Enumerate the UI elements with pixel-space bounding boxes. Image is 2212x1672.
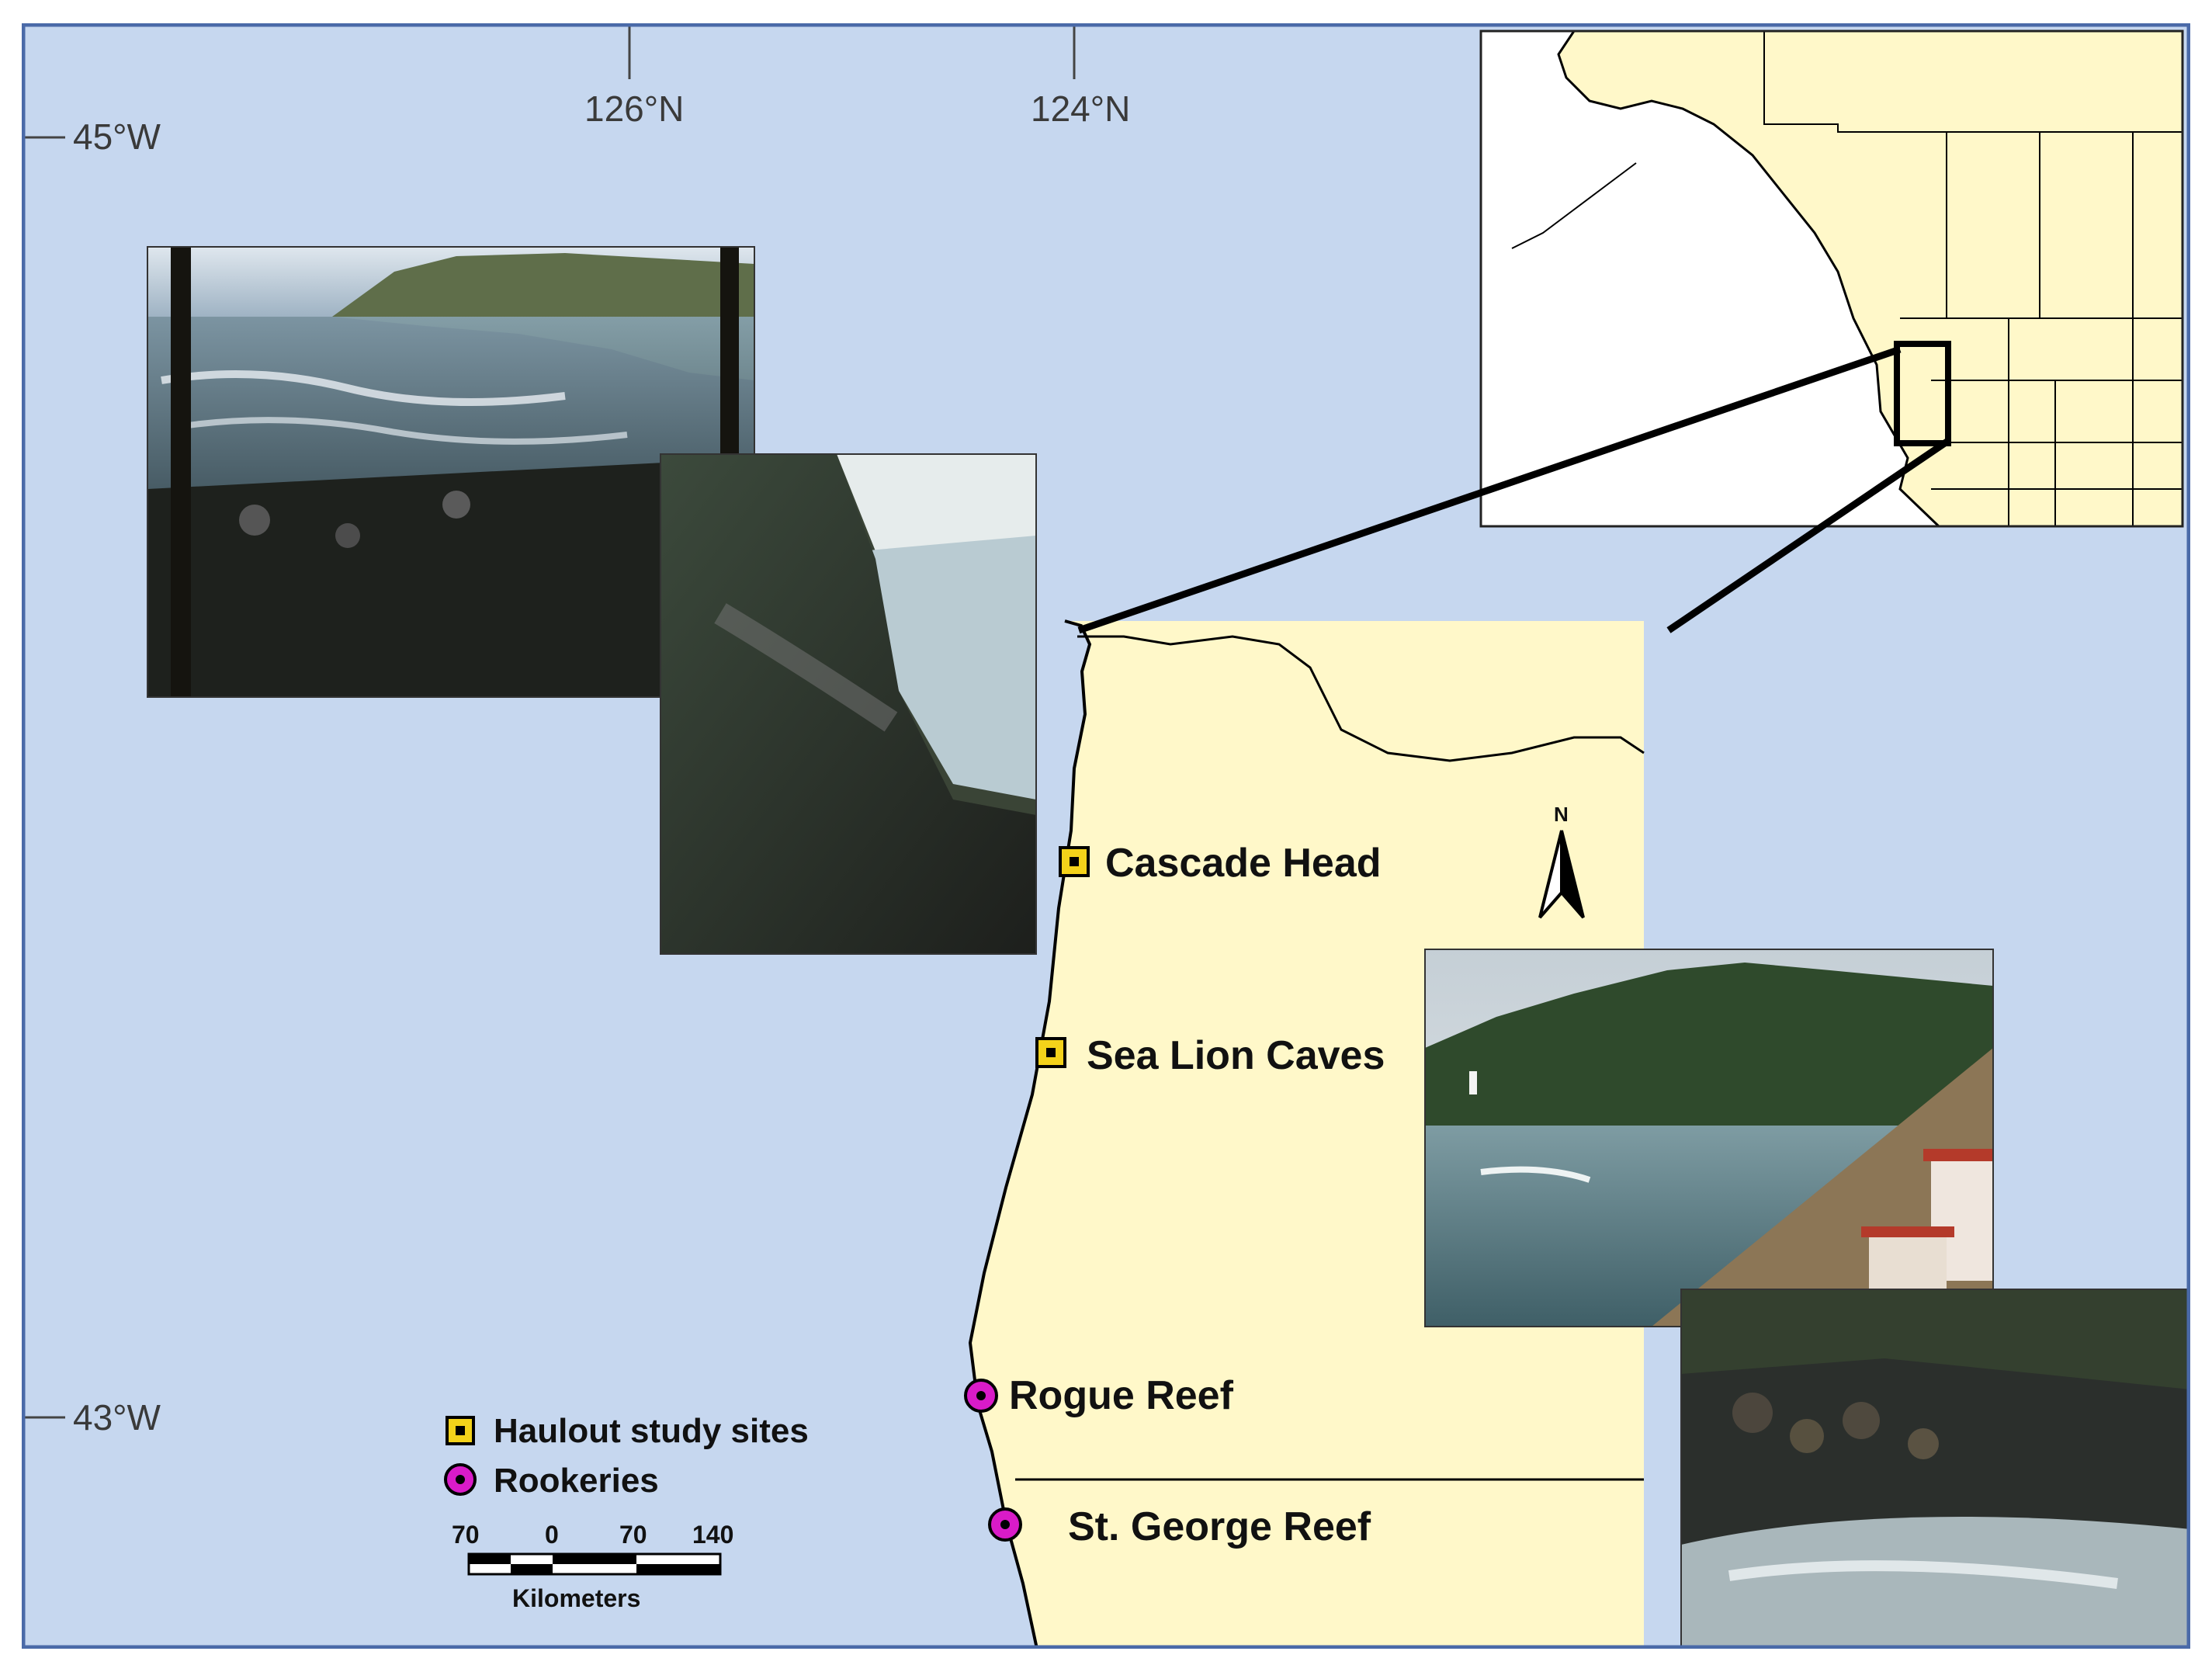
north-arrow: N (1538, 803, 1585, 919)
legend-haulout-icon (446, 1416, 475, 1445)
scale-tick-0: 0 (545, 1521, 559, 1549)
washington-border (1077, 635, 1645, 762)
site-sea-lion-caves: Sea Lion Caves (1035, 1033, 1385, 1078)
photo-cascade-head-cove (147, 246, 755, 698)
legend-rookery-label: Rookeries (494, 1462, 659, 1500)
map-border (22, 23, 2190, 1649)
tick-label-43: 43°W (73, 1397, 161, 1438)
graticule: 126°N 124°N 45°W 43°W (22, 23, 1130, 1438)
overview-map-inset (1479, 29, 2184, 528)
site-label-cascade-head: Cascade Head (1105, 841, 1382, 886)
photo-rocky-shoreline (660, 453, 1037, 955)
site-st-george-reef: St. George Reef (988, 1504, 1371, 1549)
site-label-sea-lion-caves: Sea Lion Caves (1087, 1033, 1385, 1078)
tick-label-126: 126°N (584, 88, 684, 129)
site-cascade-head: Cascade Head (1059, 841, 1382, 886)
zoom-line-top (1077, 345, 1902, 634)
legend-haulout-label: Haulout study sites (494, 1412, 809, 1450)
tick-label-45: 45°W (73, 116, 161, 157)
photo-sea-lions-on-rocks (1680, 1289, 2190, 1649)
oregon-land (970, 621, 1644, 1649)
map-frame: 126°N 124°N 45°W 43°W (22, 23, 2190, 1649)
scale-tick-70-left: 70 (452, 1521, 480, 1549)
scale-tick-70-right: 70 (619, 1521, 647, 1549)
scale-unit-label: Kilometers (512, 1584, 640, 1612)
north-arrow-label: N (1554, 803, 1569, 826)
scale-bar: 70 0 70 140 Kilometers (452, 1521, 733, 1612)
site-rogue-reef: Rogue Reef (964, 1373, 1234, 1418)
scale-tick-140: 140 (692, 1521, 733, 1549)
photo-lighthouse-headland (1424, 949, 1994, 1327)
site-label-rogue-reef: Rogue Reef (1009, 1373, 1234, 1418)
tick-label-124: 124°N (1031, 88, 1130, 129)
site-label-st-george-reef: St. George Reef (1068, 1504, 1371, 1549)
legend: Haulout study sites Rookeries (444, 1412, 809, 1500)
zoom-line-bottom (1666, 438, 1950, 633)
